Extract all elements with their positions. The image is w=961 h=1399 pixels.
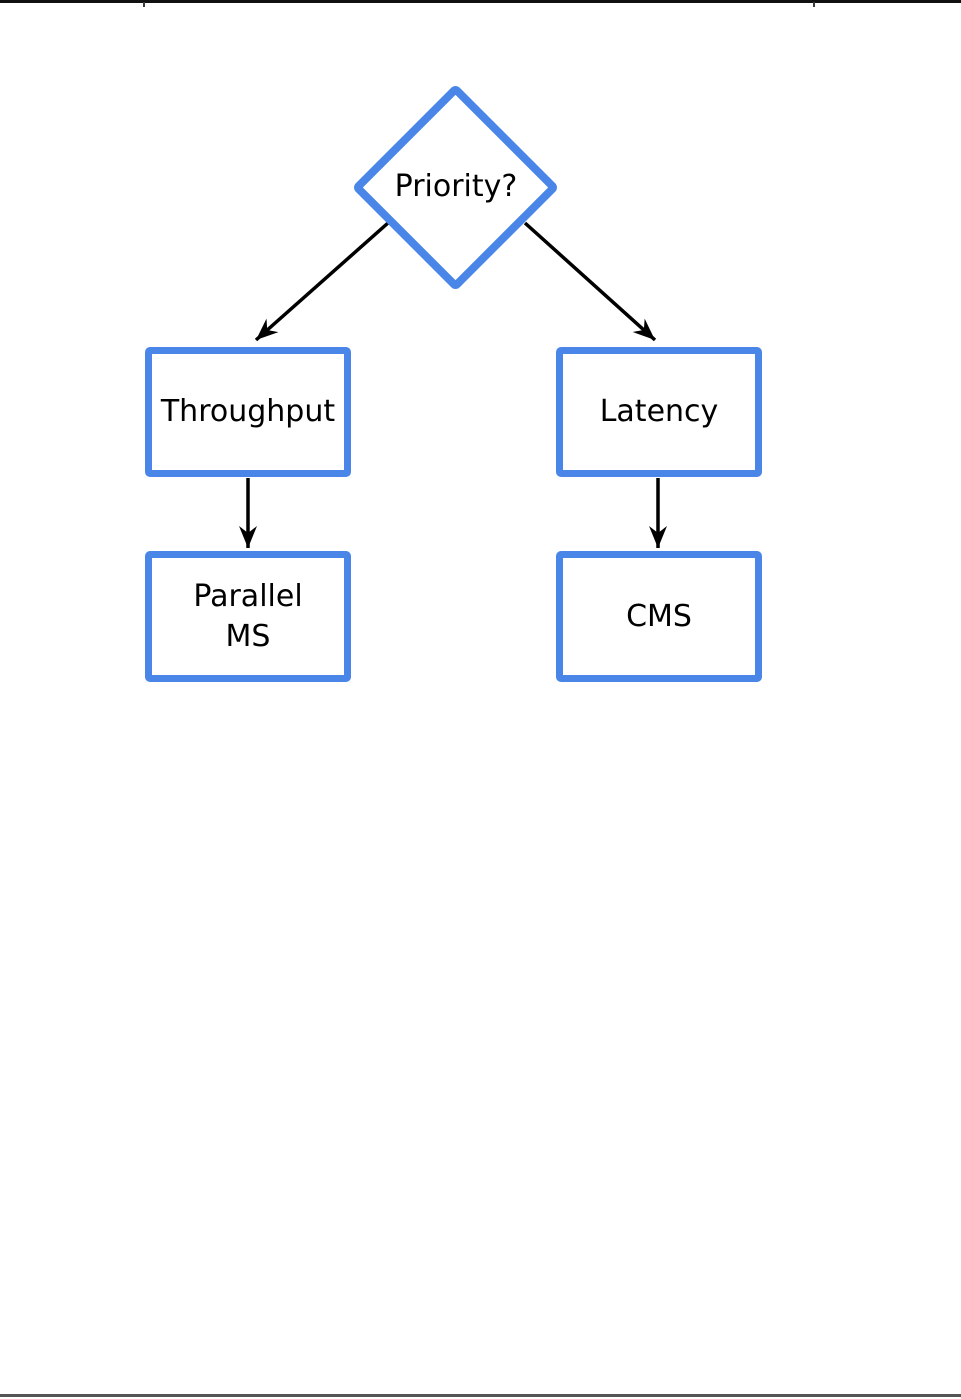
node-parallel-ms-label-line1: Parallel [193,578,303,614]
node-parallel-ms-label-line2: MS [225,618,271,654]
bottom-rule [0,1394,961,1397]
top-rule-tick-left [143,2,145,7]
node-latency: Latency [556,347,762,477]
top-rule [0,0,961,3]
node-latency-label: Latency [599,394,719,429]
node-cms-label: CMS [626,598,692,634]
node-throughput-label: Throughput [160,394,336,429]
top-rule-tick-right [813,2,815,7]
decision-priority-label: Priority? [394,169,518,204]
node-parallel-ms: Parallel MS [145,551,351,682]
node-cms: CMS [556,551,762,682]
arrow-priority-to-throughput [254,221,390,342]
node-throughput: Throughput [145,347,351,477]
arrow-priority-to-latency [523,221,657,342]
